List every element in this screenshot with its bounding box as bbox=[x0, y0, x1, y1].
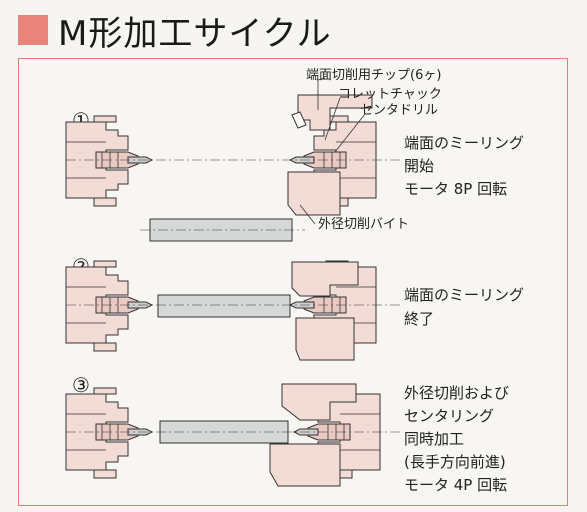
step-3-tool-holder bbox=[281, 383, 357, 421]
step-1-desc-line-1: 端面のミーリング bbox=[404, 134, 524, 152]
step-2: ② 端面のミーリング 終了 bbox=[65, 254, 524, 361]
callout-center-drill: センタドリル bbox=[360, 103, 438, 118]
page-title: M形加工サイクル bbox=[58, 13, 332, 54]
callout-end-face-chips: 端面切削用チップ(6ヶ) bbox=[306, 68, 441, 83]
step-2-desc-line-2: 終了 bbox=[404, 310, 434, 328]
step-3-number: ③ bbox=[72, 373, 90, 397]
step-1-lower-block bbox=[287, 171, 341, 216]
step-2-tool-holder bbox=[291, 261, 359, 297]
callout-collet-chuck: コレットチャック bbox=[338, 87, 442, 102]
step-3-desc-line-3: 同時加工 bbox=[404, 430, 464, 448]
step-3-desc-line-1: 外径切削および bbox=[404, 384, 509, 402]
step-2-workpiece bbox=[157, 294, 291, 318]
step-1: ① 端面切削用チップ(6ヶ) コレットチャック センタドリル 外径切削バイト 端… bbox=[65, 68, 524, 242]
step-3-lower-block bbox=[269, 443, 341, 487]
step-3-desc-line-4: (長手方向前進) bbox=[404, 453, 506, 471]
step-3-left-spindle bbox=[65, 387, 153, 479]
step-2-lower-block bbox=[295, 317, 355, 361]
step-3-desc-line-5: モータ 4P 回転 bbox=[404, 476, 507, 494]
step-3-desc-line-2: センタリング bbox=[404, 407, 494, 425]
title-block: M形加工サイクル bbox=[18, 10, 332, 54]
step-1-desc-line-3: モータ 8P 回転 bbox=[404, 180, 507, 198]
step-2-desc-line-1: 端面のミーリング bbox=[404, 286, 524, 304]
step-2-left-spindle bbox=[65, 260, 153, 352]
step-1-desc-line-2: 開始 bbox=[404, 157, 434, 175]
step-3: ③ 外径切削および センタリング 同時加工 (長手方向前進) モータ 4P 回転 bbox=[65, 373, 509, 494]
step-1-left-spindle bbox=[65, 115, 153, 207]
callout-od-cutting-tool: 外径切削バイト bbox=[318, 217, 409, 232]
title-marker bbox=[18, 15, 48, 45]
